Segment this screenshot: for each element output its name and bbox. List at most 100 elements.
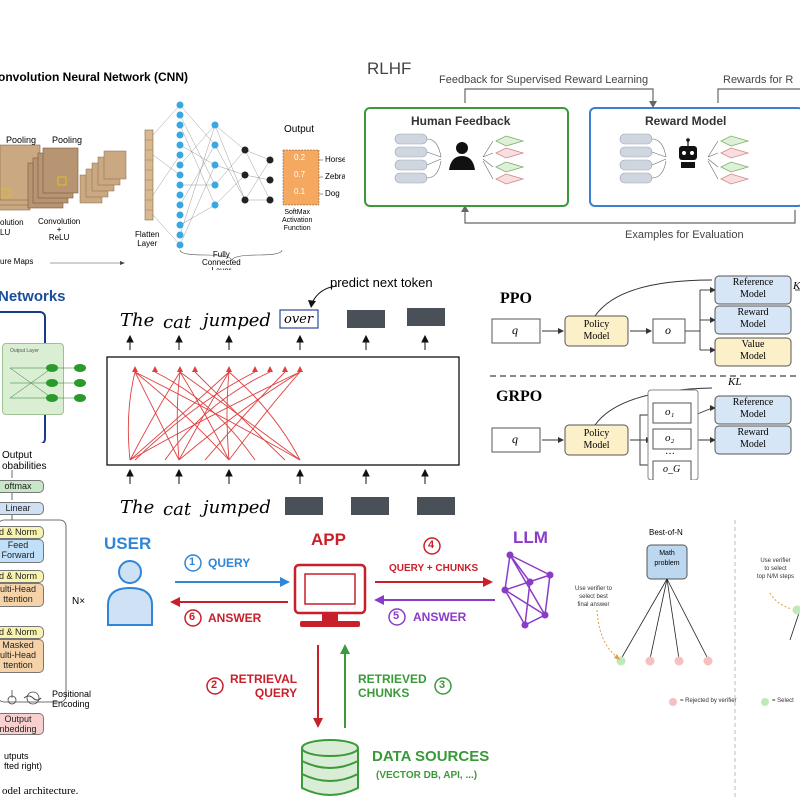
cnn-output-value-1: 0.2 [294, 153, 306, 162]
tf-linear: Linear [0, 502, 44, 515]
cnn-output-value-3: 0.1 [294, 187, 306, 196]
best-of-n-graphic [596, 520, 800, 800]
rlhf-graphic [364, 88, 800, 224]
tf-caption: odel architecture. [2, 785, 79, 797]
ppo-grpo-graphic [490, 275, 800, 480]
cnn-class-horse: Horse [325, 155, 345, 164]
tf-softmax: oftmax [0, 480, 44, 493]
bon-note2: Use verifier to select top N/M steps [757, 558, 795, 580]
rag-step-6-num: 6 [189, 611, 196, 623]
cnn-fully-connected: Fully Connected Layer [202, 250, 241, 271]
networks-output-layer-box [2, 343, 64, 415]
cnn-panel: onvolution Neural Network (CNN) [0, 55, 345, 270]
rag-step-4-label: QUERY + CHUNKS [389, 563, 479, 574]
tf-add-norm-2: d & Norm [0, 570, 44, 583]
transformer-panel: Output obabilities oftmax Linear d & Nor… [0, 448, 100, 800]
rag-graphic [107, 537, 554, 796]
transformer-graphic [0, 470, 67, 705]
grpo-q: q [512, 432, 518, 446]
tf-outputs: utputs fted right) [4, 751, 43, 771]
next-token-graphic [106, 285, 460, 515]
rag-data-sources-sub: (VECTOR DB, API, ...) [376, 770, 478, 781]
grpo-title: GRPO [496, 388, 543, 405]
rlhf-reward-model: Reward Model [645, 114, 727, 128]
bottom-word-the: The [120, 497, 155, 518]
rag-step-1-label: QUERY [208, 556, 251, 570]
grpo-odots: ··· [665, 449, 675, 460]
grpo-o2: o₂ [665, 432, 675, 444]
rlhf-examples-label: Examples for Evaluation [625, 229, 744, 241]
cnn-pooling-2: Pooling [52, 135, 83, 145]
cnn-class-zebra: Zebra [325, 172, 345, 181]
rag-step-1-num: 1 [189, 556, 196, 568]
rag-step-5-label: ANSWER [413, 610, 467, 624]
rlhf-human-feedback: Human Feedback [411, 114, 511, 128]
grpo-kl: KL [728, 376, 742, 388]
ppo-grpo-panel: PPO GRPO q Policy Model o Reference Mode… [490, 268, 800, 480]
rag-step-2-num: 2 [211, 679, 218, 691]
ppo-value-model: Value Model [739, 339, 767, 362]
cnn-pooling-1: Pooling [6, 135, 37, 145]
rag-step-5-num: 5 [393, 610, 400, 622]
cnn-conv-1: olution LU [0, 218, 24, 237]
bon-legend-rejected: = Rejected by verifier [680, 698, 737, 704]
rag-step-6-label: ANSWER [208, 611, 262, 625]
tf-multi-head: ulti-Head ttention [0, 583, 44, 607]
networks-panel: Networks Output Layer [0, 283, 100, 443]
networks-graphic [9, 364, 86, 402]
top-word-cat: cat [163, 312, 192, 333]
next-token-panel: predict next token [105, 272, 480, 527]
bon-note: Use verifier to select best final answer [575, 586, 613, 608]
networks-output-layer: Output Layer [10, 348, 39, 354]
ppo-kl: K [793, 280, 800, 292]
bon-legend-selected: = Select [772, 698, 794, 704]
grpo-reward-model: Reward Model [737, 427, 769, 450]
bon-title: Best-of-N [649, 528, 683, 537]
rag-step-2-label: RETRIEVAL QUERY [230, 672, 298, 700]
tf-nx: N× [72, 596, 86, 607]
cnn-feature-maps: ure Maps [0, 257, 34, 266]
cnn-output-value-2: 0.7 [294, 170, 306, 179]
rag-step-3-label: RETRIEVED CHUNKS [358, 672, 427, 700]
top-word-jumped: jumped [203, 310, 271, 331]
cnn-softmax-label: SoftMax Activation Function [282, 209, 313, 232]
bottom-word-cat: cat [163, 499, 192, 520]
ppo-reference-model: Reference Model [732, 277, 774, 300]
tf-feed-forward: Feed Forward [0, 539, 44, 563]
top-word-the: The [120, 310, 155, 331]
tf-positional: Positional Encoding [52, 689, 92, 709]
rlhf-rewards-label: Rewards for R [723, 74, 794, 86]
grpo-policy-model: Policy Model [583, 428, 610, 451]
cnn-output-label: Output [284, 124, 315, 135]
rag-llm-label: LLM [513, 528, 548, 547]
tf-output-probs: Output obabilities [2, 450, 47, 472]
cnn-class-dog: Dog [325, 189, 340, 198]
rag-data-sources: DATA SOURCES [372, 748, 490, 765]
tf-masked-attention: Masked ulti-Head ttention [0, 639, 44, 673]
cnn-network-graphic [0, 101, 323, 265]
rlhf-panel: RLHF [353, 45, 800, 250]
ppo-reward-model: Reward Model [737, 307, 769, 330]
predict-next-token-label: predict next token [330, 275, 433, 290]
best-of-n-panel: Best-of-N Math problem Use verifier to s… [565, 515, 800, 800]
grpo-o1: o₁ [665, 406, 675, 418]
rag-user-label: USER [104, 534, 152, 553]
ppo-q: q [512, 323, 518, 337]
ppo-title: PPO [500, 290, 532, 307]
bon-math-problem: Math problem [654, 550, 680, 567]
cnn-flatten: Flatten Layer [135, 230, 160, 248]
tf-add-norm-1: d & Norm [0, 526, 44, 539]
networks-title: Networks [0, 288, 66, 305]
cnn-conv-2: Convolution + ReLU [38, 217, 81, 242]
grpo-og: o_G [663, 464, 681, 475]
cnn-title: onvolution Neural Network (CNN) [0, 70, 189, 84]
bottom-word-jumped: jumped [203, 497, 271, 518]
predicted-word-over: over [284, 312, 314, 327]
ppo-policy-model: Policy Model [583, 319, 610, 342]
rag-app-label: APP [311, 530, 346, 549]
rag-step-3-num: 3 [439, 679, 446, 691]
rlhf-title: RLHF [367, 59, 412, 78]
grpo-reference-model: Reference Model [732, 397, 774, 420]
tf-add-norm-3: d & Norm [0, 626, 44, 639]
ppo-o: o [665, 323, 671, 337]
